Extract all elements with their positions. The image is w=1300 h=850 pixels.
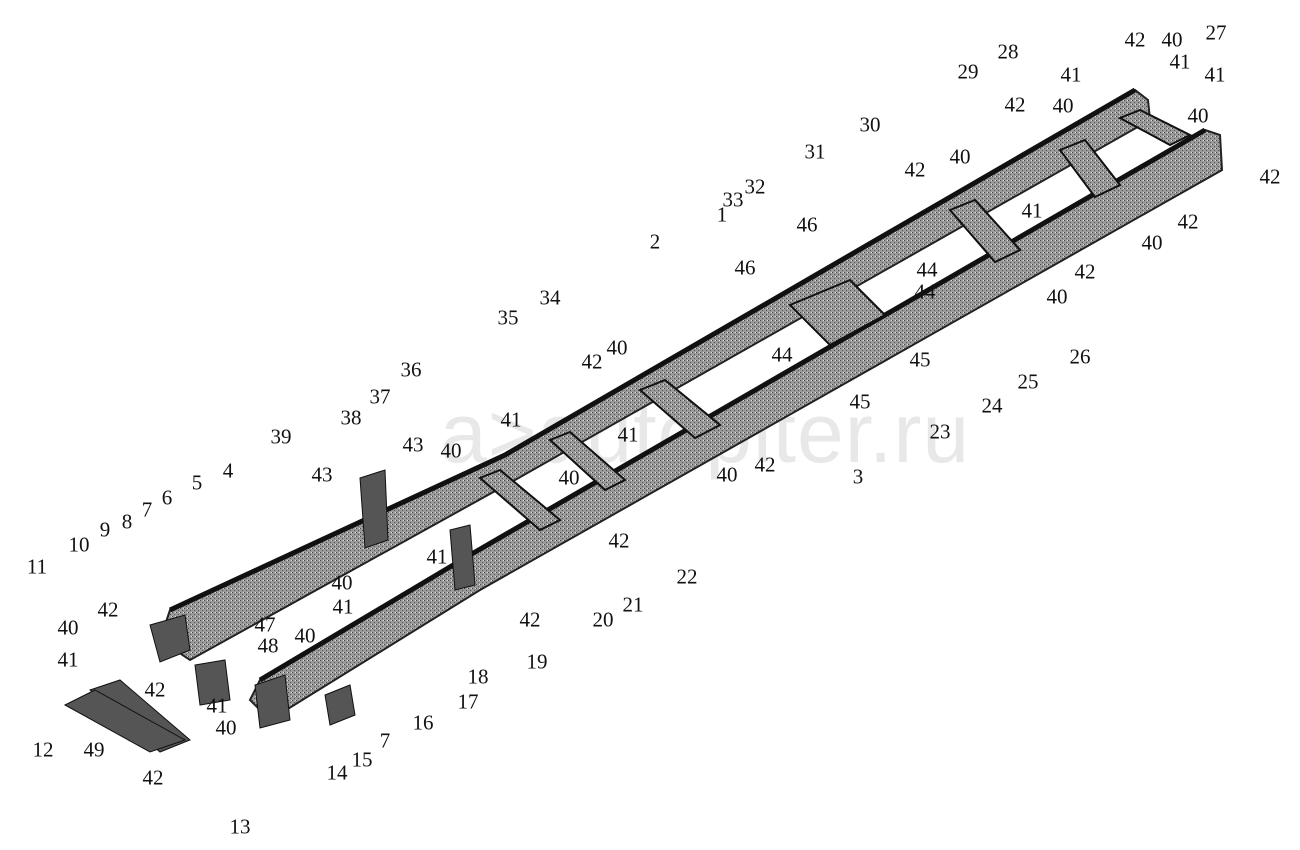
- callout-36: 36: [400, 357, 422, 382]
- brackets: [63, 469, 476, 753]
- callout-33: 33: [722, 187, 744, 212]
- callout-40: 40: [215, 715, 237, 740]
- callout-43: 43: [311, 462, 333, 487]
- callout-47: 47: [254, 612, 276, 637]
- callout-6: 6: [161, 485, 173, 510]
- callout-41: 41: [1060, 62, 1082, 87]
- callout-40: 40: [716, 462, 738, 487]
- callout-12: 12: [32, 737, 54, 762]
- callout-41: 41: [500, 407, 522, 432]
- callout-48: 48: [257, 633, 279, 658]
- callout-14: 14: [326, 760, 348, 785]
- callout-1: 1: [716, 202, 728, 227]
- callout-21: 21: [622, 592, 644, 617]
- callout-15: 15: [351, 747, 373, 772]
- left-side-rail: [158, 87, 1152, 662]
- callout-41: 41: [57, 647, 79, 672]
- callout-8: 8: [121, 509, 133, 534]
- callout-40: 40: [558, 465, 580, 490]
- callout-44: 44: [916, 257, 938, 282]
- callout-39: 39: [270, 424, 292, 449]
- callout-20: 20: [592, 607, 614, 632]
- callout-13: 13: [229, 814, 251, 839]
- callout-19: 19: [526, 649, 548, 674]
- callout-46: 46: [796, 212, 818, 237]
- callout-42: 42: [142, 765, 164, 790]
- callout-42: 42: [754, 452, 776, 477]
- callout-18: 18: [467, 664, 489, 689]
- callout-41: 41: [332, 594, 354, 619]
- callout-16: 16: [412, 710, 434, 735]
- callout-23: 23: [929, 419, 951, 444]
- callout-42: 42: [519, 607, 541, 632]
- callout-40: 40: [1161, 27, 1183, 52]
- right-side-rail: [248, 127, 1224, 722]
- callout-28: 28: [997, 39, 1019, 64]
- callout-40: 40: [440, 438, 462, 463]
- callout-40: 40: [1187, 103, 1209, 128]
- callout-40: 40: [331, 570, 353, 595]
- callout-40: 40: [1052, 93, 1074, 118]
- callout-42: 42: [97, 597, 119, 622]
- callout-40: 40: [294, 623, 316, 648]
- callout-40: 40: [1141, 230, 1163, 255]
- callout-40: 40: [1046, 284, 1068, 309]
- callout-42: 42: [581, 349, 603, 374]
- callout-24: 24: [981, 393, 1003, 418]
- callout-4: 4: [222, 458, 234, 483]
- callout-25: 25: [1017, 369, 1039, 394]
- callout-17: 17: [457, 689, 479, 714]
- callout-3: 3: [852, 464, 864, 489]
- callout-40: 40: [949, 144, 971, 169]
- callout-41: 41: [1204, 62, 1226, 87]
- callout-5: 5: [191, 470, 203, 495]
- callout-7: 7: [141, 497, 153, 522]
- callout-26: 26: [1069, 344, 1091, 369]
- callout-2: 2: [649, 229, 661, 254]
- callout-42: 42: [1259, 164, 1281, 189]
- callout-41: 41: [426, 544, 448, 569]
- callout-35: 35: [497, 305, 519, 330]
- callout-42: 42: [144, 677, 166, 702]
- callout-7: 7: [379, 728, 391, 753]
- callout-43: 43: [402, 432, 424, 457]
- callout-42: 42: [1074, 259, 1096, 284]
- callout-41: 41: [617, 422, 639, 447]
- callout-31: 31: [804, 139, 826, 164]
- callout-27: 27: [1205, 20, 1227, 45]
- callout-42: 42: [608, 528, 630, 553]
- callout-10: 10: [68, 532, 90, 557]
- callout-46: 46: [734, 255, 756, 280]
- callout-41: 41: [206, 693, 228, 718]
- callout-37: 37: [369, 384, 391, 409]
- callout-49: 49: [83, 737, 105, 762]
- callout-29: 29: [957, 59, 979, 84]
- callout-22: 22: [676, 564, 698, 589]
- callout-42: 42: [1124, 27, 1146, 52]
- callout-44: 44: [914, 279, 936, 304]
- callout-41: 41: [1169, 49, 1191, 74]
- callout-38: 38: [340, 405, 362, 430]
- callout-44: 44: [771, 342, 793, 367]
- callout-40: 40: [57, 615, 79, 640]
- callout-34: 34: [539, 285, 561, 310]
- callout-42: 42: [904, 157, 926, 182]
- callout-40: 40: [606, 335, 628, 360]
- callout-41: 41: [1021, 198, 1043, 223]
- callout-30: 30: [859, 112, 881, 137]
- callout-42: 42: [1004, 92, 1026, 117]
- callout-45: 45: [849, 389, 871, 414]
- callout-42: 42: [1177, 209, 1199, 234]
- callout-32: 32: [744, 174, 766, 199]
- callout-9: 9: [99, 517, 111, 542]
- callout-45: 45: [909, 347, 931, 372]
- callout-11: 11: [26, 554, 48, 579]
- cross-members: [478, 108, 1193, 532]
